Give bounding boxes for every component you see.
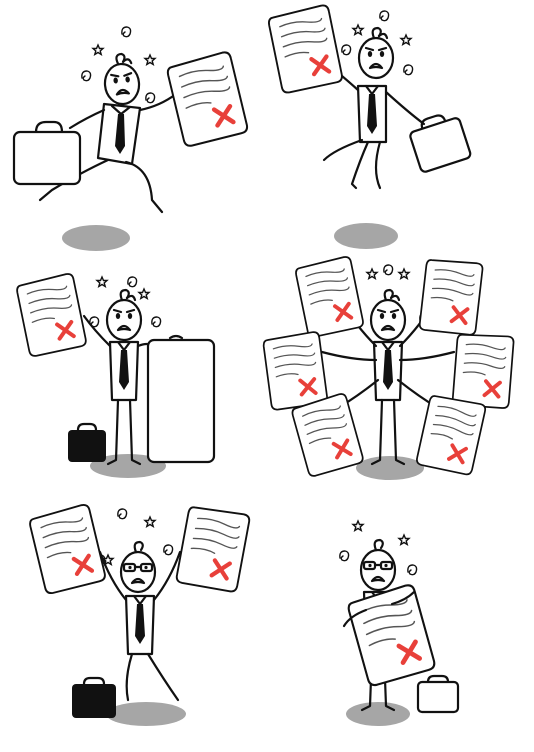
- glasses-face: [359, 538, 397, 592]
- worried-face: [105, 288, 143, 342]
- briefcase-white: [12, 120, 82, 186]
- rejected-document: [448, 329, 518, 413]
- scene-jumping-with-briefcase: [267, 4, 472, 249]
- rejected-document: [166, 51, 249, 148]
- rejected-document: [346, 583, 436, 687]
- briefcase-white: [409, 114, 472, 173]
- ground-shadow: [90, 454, 166, 478]
- scene-six-arms-many-papers: [260, 253, 518, 480]
- scene-holding-paper-and-board: [16, 273, 216, 478]
- glasses-face: [119, 540, 157, 594]
- ground-shadow: [334, 223, 398, 249]
- ground-shadow: [356, 456, 424, 480]
- briefcase-white: [416, 674, 460, 714]
- worried-face: [101, 51, 142, 107]
- rejected-document: [16, 273, 87, 357]
- rejected-document: [292, 253, 367, 340]
- scene-running-with-briefcase: [12, 26, 249, 251]
- blank-board: [146, 334, 216, 464]
- scene-raising-two-papers: [28, 503, 252, 726]
- rejected-document: [415, 254, 487, 339]
- ground-shadow: [106, 702, 186, 726]
- scene-holding-paper-sign: [339, 520, 460, 726]
- ground-shadow: [346, 702, 410, 726]
- rejected-document: [267, 4, 343, 94]
- briefcase-black: [68, 422, 106, 462]
- briefcase-black: [72, 676, 116, 718]
- ground-shadow: [62, 225, 130, 251]
- rejected-document: [174, 503, 252, 594]
- worried-face: [369, 288, 407, 342]
- rejected-document: [260, 329, 330, 413]
- rejected-document: [28, 503, 106, 594]
- worried-face: [357, 26, 395, 80]
- rejected-document: [412, 390, 490, 480]
